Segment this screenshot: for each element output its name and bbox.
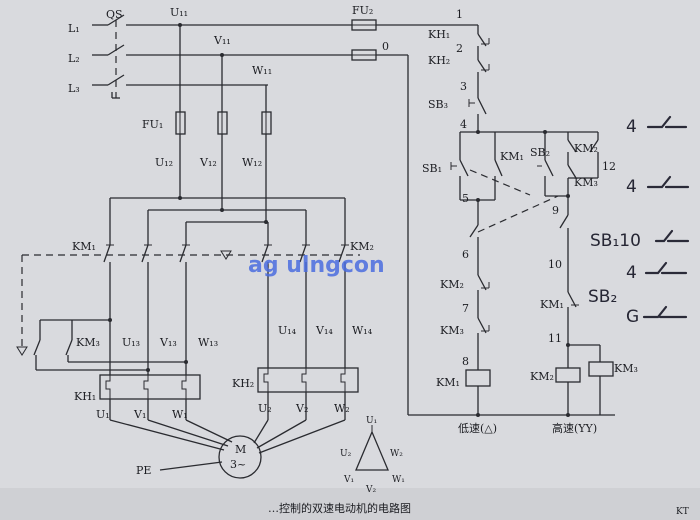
tri-top: U₁ [366,416,377,426]
label-l2: L₂ [68,52,80,65]
tri-bottom: V₂ [365,485,376,495]
label-km2-nc: KM₂ [440,278,464,291]
label-sb2: SB₂ [530,146,550,159]
paper-bottom-shade [0,488,700,520]
node-1: 1 [456,8,463,21]
label-km2-coil: KM₂ [530,370,554,383]
label-v2: V₂ [295,402,308,415]
label-w2: W₂ [334,402,350,415]
label-km2-main: KM₂ [350,240,374,253]
node-11: 11 [548,332,562,345]
hand-note-4: 4 [626,263,637,283]
node-4: 4 [460,118,467,131]
km1-main-contacts [103,244,190,263]
interlock-triangle [220,250,232,260]
label-u11: U₁₁ [170,6,188,19]
qs-switch [107,14,125,99]
node-8: 8 [462,355,469,368]
hand-note-3: SB₁10 [590,231,641,251]
label-km1-nc: KM₁ [540,298,564,311]
label-km1-main: KM₁ [72,240,96,253]
kh1-nc-contact [477,33,490,47]
label-u13: U₁₃ [122,336,140,349]
label-w12: W₁₂ [242,156,262,169]
label-km2-hold: KM₂ [574,142,598,155]
control-circuit [408,25,615,417]
label-kh2-control: KH₂ [428,54,450,67]
label-pe: PE [136,464,151,477]
label-u2: U₂ [258,402,272,415]
label-fu1: FU₁ [142,118,163,131]
label-qs: QS [106,8,123,21]
sb2-start-button [537,159,554,177]
corner-label: KT [676,507,689,517]
node-5: 5 [462,192,469,205]
label-sb1: SB₁ [422,162,442,175]
label-l3: L₃ [68,82,80,95]
label-l1: L₁ [68,22,80,35]
label-high-speed: 高速(YY) [552,421,597,435]
km3-coil [588,361,614,377]
label-node-0: 0 [382,40,389,53]
node-12: 12 [602,160,616,173]
tri-left: U₂ [340,449,352,459]
sb3-stop-button [468,97,487,115]
node-2: 2 [456,42,463,55]
watermark: ag ulngcon [248,253,385,278]
label-u12: U₁₂ [155,156,173,169]
label-v11: V₁₁ [213,34,231,47]
kh2-thermal-relay [257,367,359,393]
label-v12: V₁₂ [199,156,217,169]
node-10: 10 [548,258,562,271]
label-v1: V₁ [133,408,146,421]
label-u1: U₁ [96,408,110,421]
label-km1-coil: KM₁ [436,376,460,389]
label-motor-3phase: 3~ [230,458,246,471]
kh1-thermal-relay [99,374,201,400]
figure-caption: …控制的双速电动机的电路图 [268,501,411,515]
label-km3-hold: KM₃ [574,176,598,189]
label-km1-hold: KM₁ [500,150,524,163]
delta-connection-triangle [355,425,389,471]
kh2-nc-contact [477,59,490,73]
tri-bottom-left: V₁ [343,475,354,485]
label-kh1: KH₁ [74,390,96,403]
node-7: 7 [462,302,469,315]
label-km3-nc: KM₃ [440,324,464,337]
label-v13: V₁₃ [159,336,177,349]
hand-note-5: SB₂ [588,287,617,307]
label-sb3: SB₃ [428,98,448,111]
label-km3-star: KM₃ [76,336,100,349]
node-6: 6 [462,248,469,261]
node-3: 3 [460,80,467,93]
power-circuit [16,14,478,479]
handwritten-annotations: 4 4 SB₁10 4 SB₂ G [588,115,690,327]
label-w14: W₁₄ [352,324,373,337]
labels: L₁ L₂ L₃ QS U₁₁ V₁₁ W₁₁ FU₂ 0 FU₁ U₁₂ V₁… [68,4,689,517]
label-kh1-control: KH₁ [428,28,450,41]
motor-symbol [218,435,262,479]
hand-note-6: G [626,307,639,327]
label-km3-coil: KM₃ [614,362,638,375]
label-kh2: KH₂ [232,377,254,390]
label-w13: W₁₃ [198,336,218,349]
watermark-text: ag ulngcon [248,253,385,278]
tri-right: W₂ [390,449,403,459]
label-motor-m: M [235,443,246,456]
label-v14: V₁₄ [315,324,333,337]
tri-bottom-right: W₁ [392,475,405,485]
label-w1: W₁ [172,408,188,421]
label-w11: W₁₁ [252,64,272,77]
sb1-start-button [450,159,469,177]
hand-note-1: 4 [626,117,637,137]
label-low-speed: 低速(△) [458,422,497,435]
hand-note-2: 4 [626,177,637,197]
label-fu2: FU₂ [352,4,373,17]
node-9: 9 [552,204,559,217]
km3-star-contacts [16,318,188,372]
label-u14: U₁₄ [278,324,297,337]
km2-main-contacts [261,244,349,263]
